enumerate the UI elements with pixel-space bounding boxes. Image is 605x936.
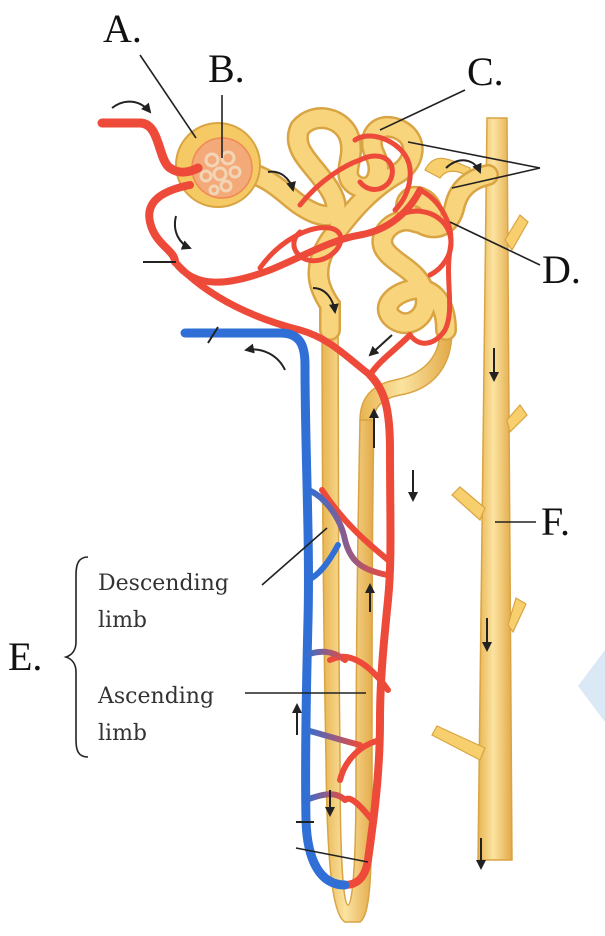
label-d: D. xyxy=(542,247,581,292)
decor-diamond xyxy=(578,650,605,722)
arrow-efferent xyxy=(175,216,190,248)
label-a: A. xyxy=(103,6,142,51)
bowmans-capsule xyxy=(176,123,260,207)
label-e: E. xyxy=(8,634,42,679)
leader-c xyxy=(380,90,465,130)
label-f: F. xyxy=(541,499,570,544)
label-b: B. xyxy=(208,46,245,91)
e-brace xyxy=(66,557,88,757)
arrow-vein-out xyxy=(246,349,285,370)
label-descending-limb-line2: limb xyxy=(98,608,147,633)
label-descending-limb-line1: Descending xyxy=(98,571,229,596)
label-ascending-limb-line1: Ascending xyxy=(97,684,214,709)
arrow-afferent xyxy=(112,102,150,112)
arterial-vessels xyxy=(102,123,451,885)
tick-marks xyxy=(143,262,314,822)
label-c: C. xyxy=(467,49,504,94)
label-ascending-limb-line2: limb xyxy=(98,721,147,746)
